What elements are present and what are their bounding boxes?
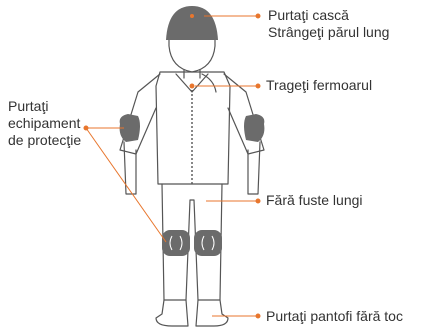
helmet-label: Purtaţi cască Strângeţi părul lung [268,7,389,41]
zipper-label-line-1: Trageţi fermoarul [266,77,372,94]
helmet-label-line-1: Purtaţi cască [268,7,389,24]
helmet-label-line-2: Strângeţi părul lung [268,24,389,41]
right-elbow-pad [244,114,264,142]
no-long-skirts-label-line-1: Fără fuste lungi [266,192,363,209]
gear-callout-knee [86,128,166,242]
collar [176,74,208,92]
zipper-label: Trageţi fermoarul [266,77,372,94]
helmet [166,6,218,40]
shoes-label-line-1: Purtaţi pantofi fără toc [266,308,403,325]
protective-gear-label-line-1: Purtaţi [8,98,81,115]
left-shoe [156,300,188,326]
right-forearm [248,142,260,194]
left-forearm [124,142,136,194]
no-long-skirts-label: Fără fuste lungi [266,192,363,209]
right-knee-pad [194,230,222,256]
protective-gear-label: Purtaţi echipament de protecţie [8,98,81,149]
zipper-pull [190,84,195,89]
protective-gear-label-line-2: echipament [8,115,81,132]
right-shoe [196,300,228,326]
shoes-label: Purtaţi pantofi fără toc [266,308,403,325]
protective-gear-label-line-3: de protecţie [8,132,81,149]
neck [184,70,200,78]
jacket [156,72,230,184]
head [169,36,215,72]
left-knee-pad [162,230,190,256]
